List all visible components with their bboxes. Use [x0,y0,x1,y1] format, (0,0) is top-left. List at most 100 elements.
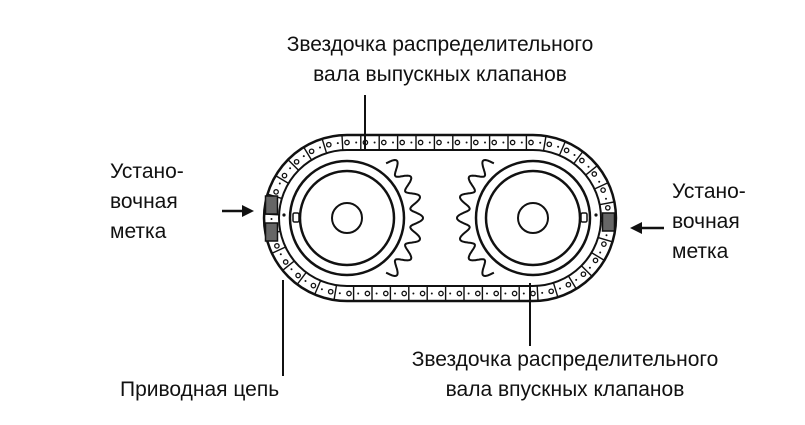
label-line: вала впускных клапанов [445,378,685,401]
chain-pin [563,147,570,154]
chain-link-joint [314,280,322,295]
chain-pin [530,290,536,297]
chain-pin [454,139,461,146]
chain-roller [319,146,321,149]
chain-pin [293,158,300,165]
chain-pin [364,290,371,297]
exhaust-sprocket-timing-dot [282,213,286,217]
chain-pin [565,281,572,288]
chain-link-joint [287,159,299,171]
label-right-mark: Устано- вочная метка [672,177,746,267]
chain-pin [491,139,498,146]
chain-pin [591,171,598,177]
label-line: Устано- [672,180,746,203]
chain-roller [412,292,415,295]
label-line: вала выпускных клапанов [313,63,567,86]
chain-inner-edge [278,149,602,287]
label-left-mark: Устано- вочная метка [110,157,184,247]
chain-pin [382,290,389,297]
chain-pin [346,290,352,297]
chain-roller [357,292,360,295]
chain-pin [493,290,500,297]
chain-roller [410,141,413,144]
chain-roller [520,141,523,144]
chain-pin [509,139,516,146]
chain-roller [599,251,602,254]
chain-pin [273,189,279,195]
chain-link-joint [573,151,584,164]
timing-mark-link [601,212,616,232]
chain-roller [522,292,525,295]
intake-sprocket-timing-dot [594,213,598,217]
chain-link-joint [272,246,286,254]
chain-link-joint [594,182,608,190]
chain-pin [472,139,479,146]
chain-link-joint [333,285,338,300]
chain-roller [302,155,305,158]
chain-pin [601,241,607,247]
chain-pin [548,288,555,295]
chain-roller [557,145,560,148]
chain-roller [587,165,590,168]
intake-sprocket-rim [474,159,592,277]
chain-roller [573,154,576,156]
label-drive-chain: Приводная цепь [120,378,280,401]
chain-pin [419,290,426,297]
chain-pin [310,282,317,289]
chain-pin [546,141,553,148]
chain-roller [575,278,578,281]
chain-link-joint [558,141,566,156]
chain-roller [465,141,468,144]
chain-link-joint [341,135,344,150]
chain-roller [539,141,542,144]
chain-roller [504,292,507,295]
chain-roller [392,141,394,144]
chain-link-joint [296,272,307,285]
chain-pin [327,288,334,295]
chain-pin [295,272,301,279]
chain-link-joint [536,286,539,301]
chain-roller [278,182,281,185]
chain-pin [511,290,518,297]
chain-pin [325,141,332,148]
chain-pin [281,172,288,179]
chain-pin [604,204,611,211]
chain-link-joint [303,147,312,160]
chain-outer-edge [262,133,618,303]
label-line: Звездочка распределительного [286,33,594,56]
timing-mark-link [264,195,279,215]
chain-roller [541,291,544,294]
arrow-right-mark-head [630,222,642,234]
label-line: Устано- [110,160,184,183]
chain-roller [605,234,608,237]
chain-pin [580,271,587,278]
chain-link-joint [581,265,593,277]
chain-roller [559,287,561,290]
exhaust-sprocket-hub [331,202,363,234]
chain-pin [592,257,599,264]
arrow-left-mark-head [242,205,254,217]
label-line: вочная [110,190,178,213]
exhaust-sprocket-rim [288,159,406,277]
chain-roller [394,292,396,295]
label-intake-sprocket: Звездочка распределительного вала впускн… [320,345,805,405]
chain-roller [588,266,591,269]
intake-sprocket-disc [484,169,582,267]
label-line: метка [110,220,167,243]
chain-pin [579,157,585,164]
chain-roller [320,288,323,291]
chain-roller [605,197,607,200]
chain-roller [467,292,470,295]
exhaust-sprocket-dowel-pin [292,212,300,223]
chain-link-joint [600,201,615,206]
chain-pin [528,139,534,146]
chain-link-joint [585,165,598,176]
chain-roller [270,218,273,220]
chain-roller [336,142,339,145]
chain-link-joint [542,136,547,151]
intake-sprocket-dowel-pin [580,212,588,223]
chain-pin [282,259,289,265]
exhaust-sprocket-teeth [385,158,425,278]
